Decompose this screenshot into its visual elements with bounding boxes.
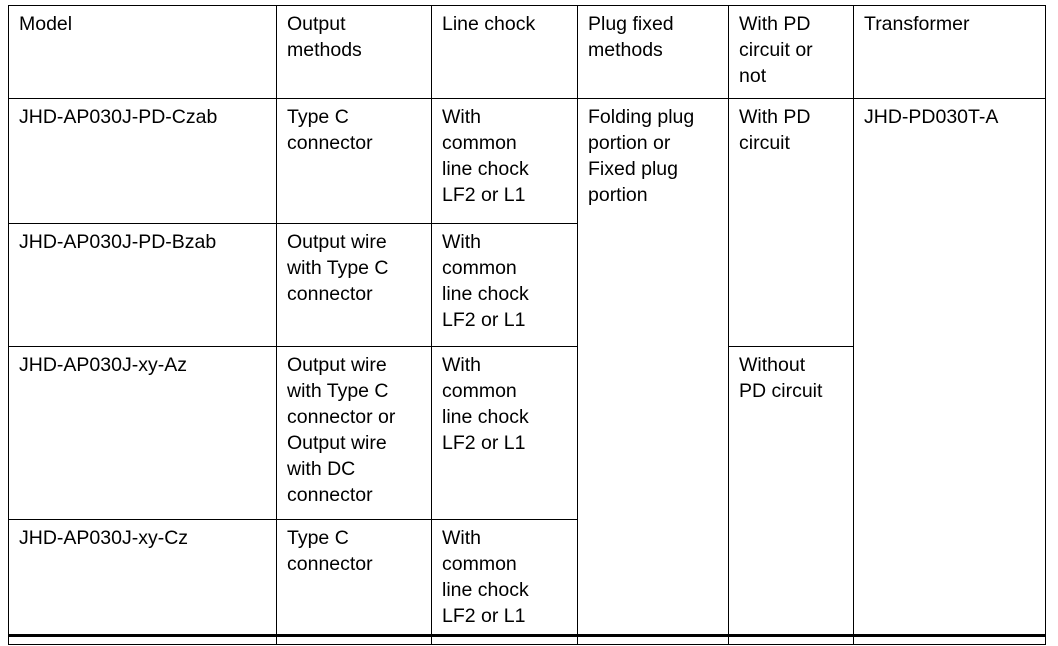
table-row: JHD-AP030J-xy-Cz Type C connector With c…: [8, 519, 1046, 645]
column-header-pd-circuit: With PD circuit or not: [728, 5, 854, 99]
cell-line-chock: With common line chock LF2 or L1: [431, 346, 578, 520]
column-header-output-methods: Output methods: [276, 5, 432, 99]
cell-line-chock: With common line chock LF2 or L1: [431, 519, 578, 645]
table-header-row: Model Output methods Line chock Plug fix…: [8, 5, 1046, 99]
cell-output-methods: Output wire with Type C connector or Out…: [276, 346, 432, 520]
cell-line-chock: With common line chock LF2 or L1: [431, 98, 578, 224]
table-row: JHD-AP030J-xy-Az Output wire with Type C…: [8, 346, 1046, 645]
cell-output-methods: Output wire with Type C connector: [276, 223, 432, 347]
table-bottom-rule: [8, 634, 1045, 637]
table-row: JHD-AP030J-PD-Czab Type C connector With…: [8, 98, 1046, 645]
column-header-model: Model: [8, 5, 277, 99]
cell-line-chock: With common line chock LF2 or L1: [431, 223, 578, 347]
cell-model: JHD-AP030J-PD-Czab: [8, 98, 277, 224]
column-header-plug-fixed-methods: Plug fixed methods: [577, 5, 729, 99]
table-row: JHD-AP030J-PD-Bzab Output wire with Type…: [8, 223, 1046, 347]
cell-output-methods: Type C connector: [276, 98, 432, 224]
cell-model: JHD-AP030J-PD-Bzab: [8, 223, 277, 347]
model-specification-table: Model Output methods Line chock Plug fix…: [8, 5, 1046, 645]
column-header-line-chock: Line chock: [431, 5, 578, 99]
cell-plug-fixed-methods-merged: Folding plug portion or Fixed plug porti…: [577, 98, 729, 645]
column-header-transformer: Transformer: [853, 5, 1046, 99]
cell-model: JHD-AP030J-xy-Az: [8, 346, 277, 520]
cell-pd-circuit-without: Without PD circuit: [728, 346, 854, 645]
cell-pd-circuit-with: With PD circuit: [728, 98, 854, 347]
cell-model: JHD-AP030J-xy-Cz: [8, 519, 277, 645]
cell-output-methods: Type C connector: [276, 519, 432, 645]
cell-transformer-merged: JHD-PD030T-A: [853, 98, 1046, 645]
